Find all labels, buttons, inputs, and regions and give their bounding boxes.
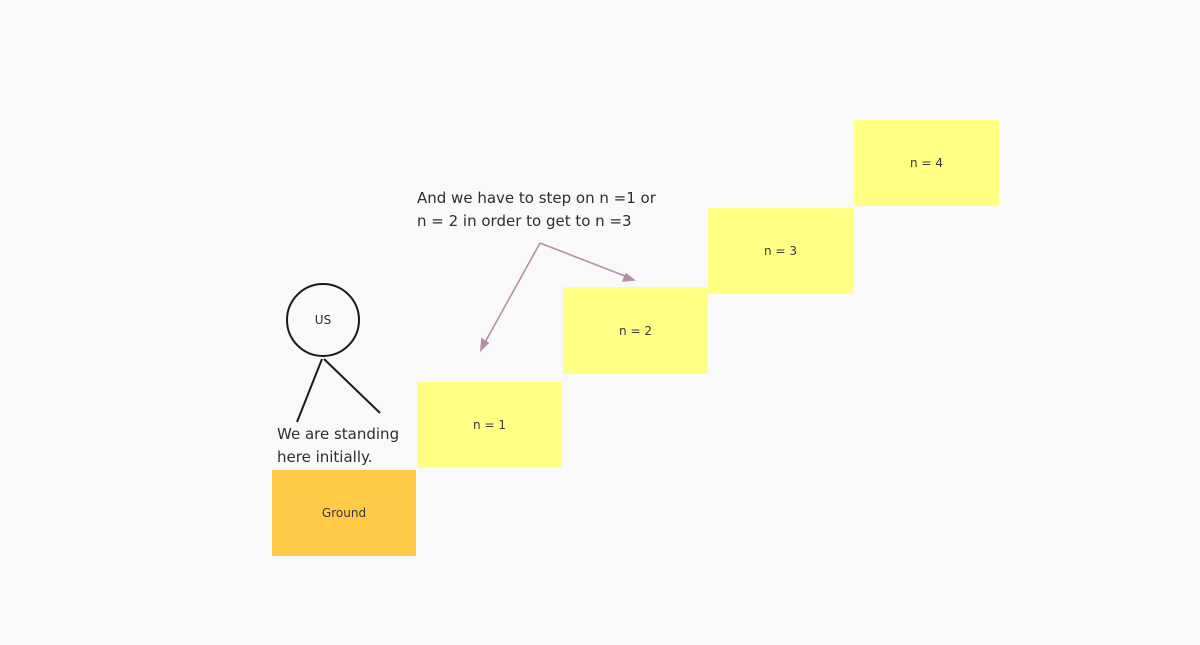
stair-step-label: n = 3 (764, 244, 797, 258)
stair-step-4: n = 4 (854, 120, 999, 206)
arrow-head-step2 (621, 272, 637, 282)
person-right-leg (323, 358, 381, 414)
stair-step-1: n = 1 (417, 382, 562, 468)
step-rule-annotation: And we have to step on n =1 or n = 2 in … (417, 189, 656, 230)
person-label: US (314, 313, 332, 327)
stair-step-label: n = 2 (619, 323, 652, 338)
stair-step-2: n = 2 (563, 287, 708, 374)
ground-block: Ground (272, 470, 416, 556)
arrow-to-step2 (539, 242, 631, 279)
stair-step-3: n = 3 (708, 208, 853, 294)
person-left-leg (296, 358, 323, 423)
stair-step-label: n = 1 (473, 418, 506, 432)
person-head (286, 283, 360, 357)
standing-annotation: We are standing here initially. (277, 425, 400, 466)
arrow-to-step1 (482, 242, 541, 347)
annotation-arrows (480, 242, 637, 353)
stair-step-label: n = 4 (910, 156, 943, 170)
arrow-head-step1 (480, 337, 490, 353)
ground-label: Ground (321, 506, 367, 520)
